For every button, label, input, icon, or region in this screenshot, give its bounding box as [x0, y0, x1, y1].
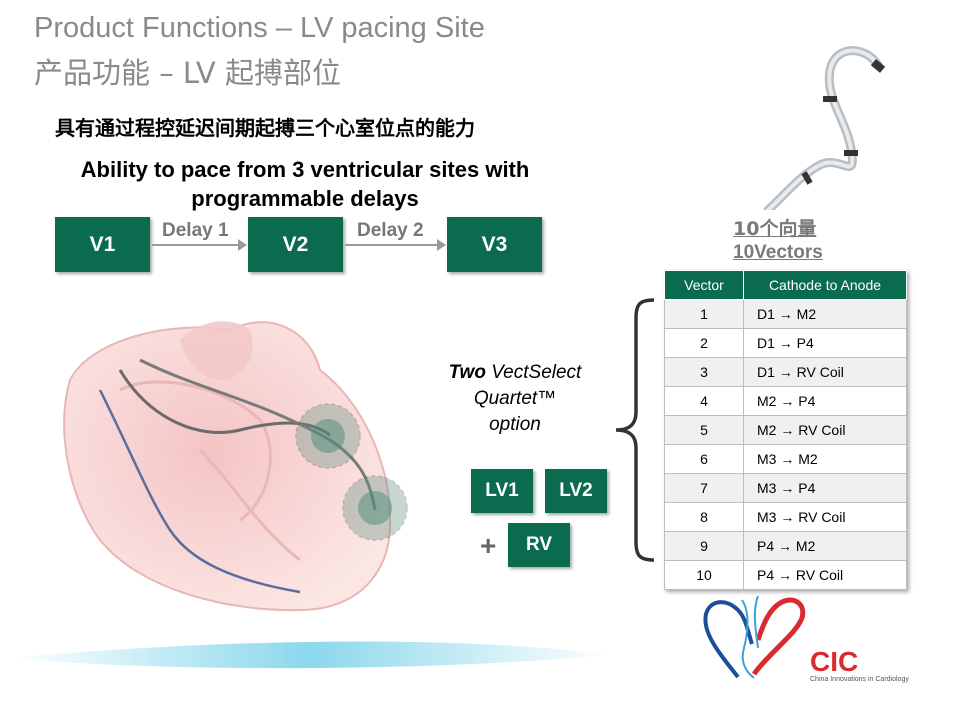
heart-illustration	[8, 321, 612, 669]
option-product: VectSelect	[491, 362, 582, 383]
curly-brace-icon	[615, 298, 655, 562]
vectors-label-en: 10Vectors	[733, 242, 823, 263]
vector-path: D1 → P4	[743, 328, 907, 358]
feature-heading-en: Ability to pace from 3 ventricular sites…	[40, 155, 570, 213]
v2-box: V2	[248, 217, 343, 272]
page-title-zh: 产品功能 – LV 起搏部位	[34, 56, 341, 90]
lv1-box: LV1	[471, 469, 533, 513]
vector-number: 2	[664, 328, 744, 358]
vector-number: 4	[664, 386, 744, 416]
lv2-box: LV2	[545, 469, 607, 513]
lead-illustration	[763, 46, 886, 210]
plus-sign: +	[480, 530, 497, 561]
vector-number: 1	[664, 299, 744, 329]
v1-box: V1	[55, 217, 150, 272]
vector-path: P4 → RV Coil	[743, 560, 907, 590]
cic-logo-icon	[703, 595, 806, 679]
vector-number: 10	[664, 560, 744, 590]
vectors-label-zh: 10个向量	[733, 218, 817, 240]
vector-number: 6	[664, 444, 744, 474]
v3-box: V3	[447, 217, 542, 272]
delay2-arrow-line	[345, 244, 437, 246]
vector-path: M3 → RV Coil	[743, 502, 907, 532]
cic-caption: China Innovations in Cardiology	[810, 676, 909, 683]
page-title: Product Functions – LV pacing Site	[34, 12, 485, 44]
option-bold-word: Two	[448, 362, 486, 383]
delay1-arrow-line	[152, 244, 238, 246]
feature-heading-line2: programmable delays	[191, 186, 419, 211]
delay2-arrow-icon	[437, 239, 446, 251]
cic-logo-word: CIC	[810, 646, 858, 675]
delay2-label: Delay 2	[357, 220, 424, 241]
col-header-vector: Vector	[664, 270, 744, 300]
vector-path: D1 → RV Coil	[743, 357, 907, 387]
vector-number: 9	[664, 531, 744, 561]
vector-path: D1 → M2	[743, 299, 907, 329]
col-header-cathode-anode: Cathode to Anode	[743, 270, 907, 300]
vector-path: M2 → RV Coil	[743, 415, 907, 445]
rv-box: RV	[508, 523, 570, 567]
vector-path: M3 → M2	[743, 444, 907, 474]
vector-path: M3 → P4	[743, 473, 907, 503]
option-line2: Quartet™	[473, 388, 557, 409]
vectselect-option-text: Two VectSelect Quartet™ option	[430, 360, 600, 438]
vector-number: 7	[664, 473, 744, 503]
vector-number: 3	[664, 357, 744, 387]
vector-number: 8	[664, 502, 744, 532]
vector-path: M2 → P4	[743, 386, 907, 416]
delay1-label: Delay 1	[162, 220, 229, 241]
option-line3: option	[489, 414, 541, 435]
feature-heading-zh: 具有通过程控延迟间期起搏三个心室位点的能力	[55, 116, 475, 140]
delay1-arrow-icon	[238, 239, 247, 251]
feature-heading-line1: Ability to pace from 3 ventricular sites…	[80, 157, 530, 182]
cic-logo-text: CIC	[810, 646, 858, 675]
vector-number: 5	[664, 415, 744, 445]
vector-path: P4 → M2	[743, 531, 907, 561]
